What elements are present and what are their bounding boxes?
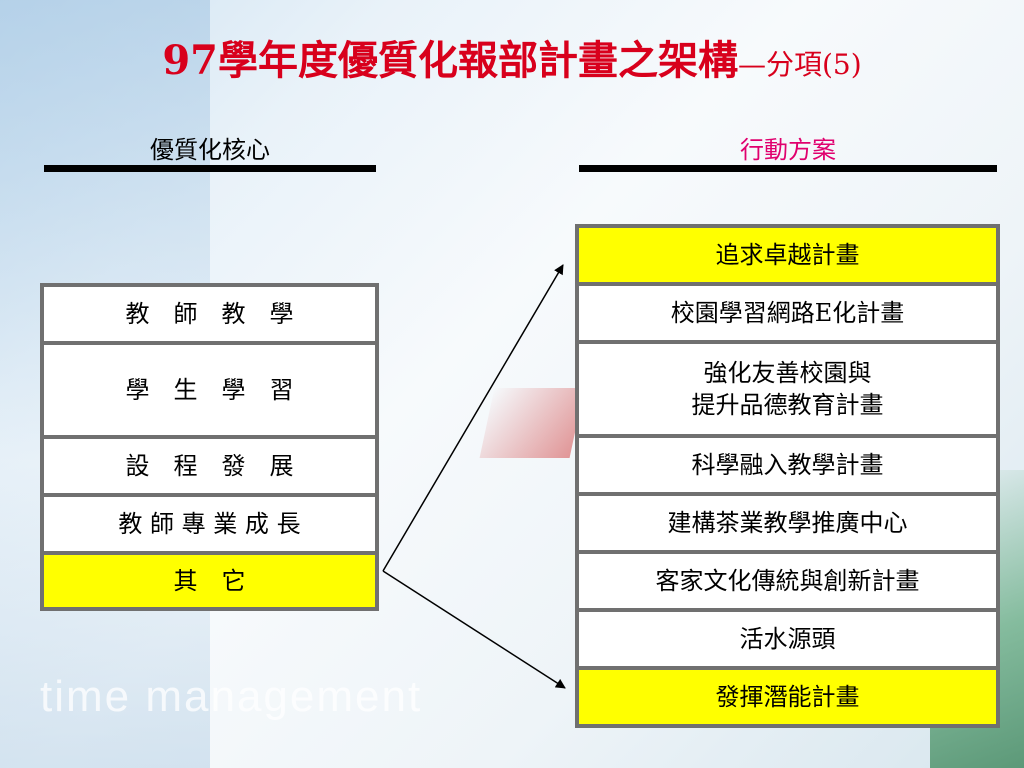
right-item-label: 科學融入教學計畫 — [691, 450, 884, 479]
right-item-excellence: 追求卓越計畫 — [575, 224, 1000, 286]
left-column-header: 優質化核心 — [150, 136, 270, 164]
right-item-tea-center: 建構茶業教學推廣中心 — [575, 492, 1000, 554]
background-red-shape — [479, 388, 585, 458]
right-item-friendly-campus: 強化友善校園與 提升品德教育計畫 — [575, 340, 1000, 438]
slide-title: 97學年度優質化報部計畫之架構—分項(5) — [0, 28, 1024, 86]
left-item-label: 教 師 專 業 成 長 — [118, 509, 301, 538]
right-item-e-learning: 校園學習網路E化計畫 — [575, 282, 1000, 344]
right-item-label: 強化友善校園與 提升品德教育計畫 — [691, 358, 884, 419]
left-item-label: 教 師 教 學 — [125, 299, 294, 328]
right-item-label: 追求卓越計畫 — [715, 240, 860, 269]
left-item-teaching: 教 師 教 學 — [40, 283, 379, 345]
right-column-header: 行動方案 — [740, 136, 836, 164]
left-header-rule — [44, 165, 376, 172]
right-item-label: 發揮潛能計畫 — [715, 682, 860, 711]
left-item-other: 其 它 — [40, 551, 379, 611]
right-item-label: 活水源頭 — [739, 624, 836, 653]
right-item-label: 建構茶業教學推廣中心 — [667, 508, 908, 537]
left-item-curriculum: 設 程 發 展 — [40, 435, 379, 497]
arrow-down-to-potential — [382, 570, 566, 689]
right-item-hakka: 客家文化傳統與創新計畫 — [575, 550, 1000, 612]
title-sub: —分項(5) — [738, 48, 862, 81]
title-main: 97學年度優質化報部計畫之架構 — [162, 37, 738, 84]
left-item-learning: 學 生 學 習 — [40, 341, 379, 439]
right-item-science: 科學融入教學計畫 — [575, 434, 1000, 496]
right-item-label: 客家文化傳統與創新計畫 — [655, 566, 920, 595]
arrow-up-to-excellence — [382, 264, 564, 572]
right-item-label: 校園學習網路E化計畫 — [670, 298, 905, 327]
left-item-professional-growth: 教 師 專 業 成 長 — [40, 493, 379, 555]
left-item-label: 其 它 — [173, 566, 246, 595]
right-header-rule — [579, 165, 997, 172]
left-item-label: 設 程 發 展 — [125, 451, 294, 480]
right-item-potential: 發揮潛能計畫 — [575, 666, 1000, 728]
right-item-living-water: 活水源頭 — [575, 608, 1000, 670]
left-item-label: 學 生 學 習 — [125, 375, 294, 404]
